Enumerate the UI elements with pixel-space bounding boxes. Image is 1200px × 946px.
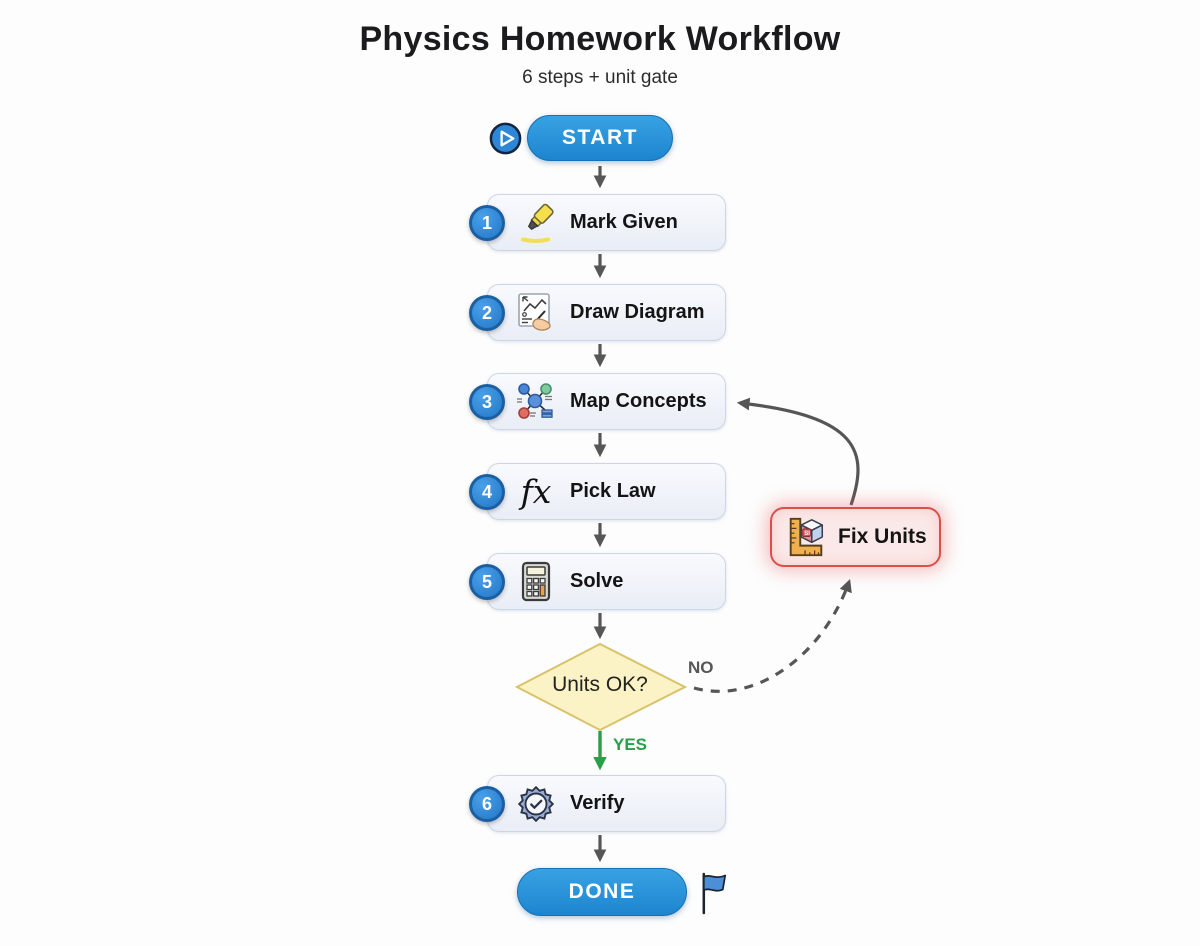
si-glyph: SI	[804, 530, 810, 537]
done-node: DONE	[517, 868, 687, 916]
step-label: Verify	[570, 792, 625, 814]
start-label: START	[562, 126, 638, 149]
yes-branch-label: YES	[613, 735, 648, 754]
sketch-hand-icon	[514, 291, 558, 335]
start-node: START	[527, 115, 673, 161]
fix-units-node: SI Fix Units	[770, 507, 941, 567]
step-map-concepts: 3 Map Concepts	[469, 373, 726, 430]
step-label: Map Concepts	[570, 390, 707, 412]
step-number-badge: 2	[469, 295, 505, 331]
step-label: Mark Given	[570, 211, 678, 233]
step-solve: 5 Solve	[469, 553, 726, 610]
step-number-badge: 4	[469, 474, 505, 510]
flag-icon	[697, 871, 732, 916]
step-number-badge: 6	[469, 786, 505, 822]
highlighter-icon	[514, 201, 558, 245]
decision-label: Units OK?	[552, 673, 648, 696]
fix-units-label: Fix Units	[838, 525, 927, 548]
fx-glyph: fx	[520, 472, 552, 511]
step-number-badge: 5	[469, 564, 505, 600]
step-label: Pick Law	[570, 480, 656, 502]
page-title: Physics Homework Workflow	[359, 20, 841, 58]
step-draw-diagram: 2 Draw Diagram	[469, 284, 726, 341]
step-label: Solve	[570, 570, 624, 592]
no-branch-label: NO	[688, 658, 714, 677]
function-fx-icon: fx	[514, 470, 558, 514]
done-label: DONE	[568, 880, 636, 903]
play-icon	[488, 121, 523, 156]
step-mark-given: 1 Mark Given	[469, 194, 726, 251]
arrow-fixunits-to-mapconcepts	[736, 397, 860, 506]
calculator-icon	[514, 560, 558, 604]
page-subtitle: 6 steps + unit gate	[522, 67, 678, 88]
step-label: Draw Diagram	[570, 301, 705, 323]
concept-map-icon	[514, 380, 558, 424]
step-pick-law: 4 fx Pick Law	[469, 463, 726, 520]
verified-badge-icon	[514, 782, 558, 826]
step-number-badge: 3	[469, 384, 505, 420]
step-verify: 6 Verify	[469, 775, 726, 832]
ruler-cube-icon: SI	[784, 515, 828, 559]
step-number-badge: 1	[469, 205, 505, 241]
